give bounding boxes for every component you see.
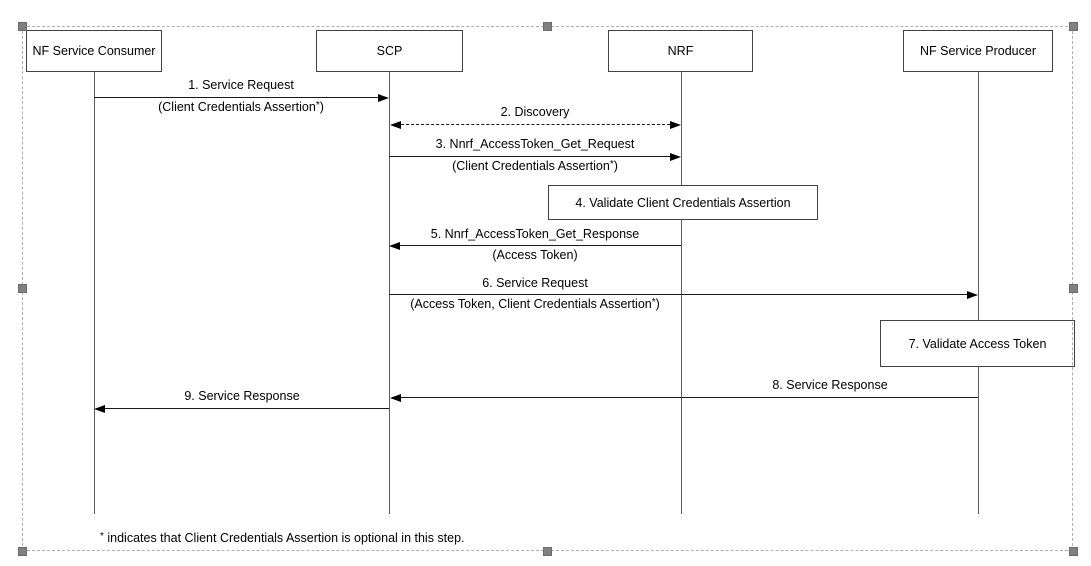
arrowhead-left-icon xyxy=(389,242,400,250)
message-2-label[interactable]: 2. Discovery xyxy=(500,105,570,119)
selection-handle-w[interactable] xyxy=(18,284,27,293)
selection-handle-ne[interactable] xyxy=(1069,22,1078,31)
selection-handle-e[interactable] xyxy=(1069,284,1078,293)
message-8-line[interactable] xyxy=(401,397,978,398)
footnote: * indicates that Client Credentials Asse… xyxy=(100,530,465,546)
selection-handle-nw[interactable] xyxy=(18,22,27,31)
action-label: 7. Validate Access Token xyxy=(908,336,1047,351)
participant-label: NF Service Consumer xyxy=(32,44,156,58)
arrowhead-right-icon xyxy=(378,94,389,102)
message-1-line[interactable] xyxy=(94,97,378,98)
participant-label: NRF xyxy=(667,44,694,58)
participant-label: NF Service Producer xyxy=(919,44,1036,58)
participant-nf-service-producer[interactable]: NF Service Producer xyxy=(903,30,1053,72)
asterisk-icon: * xyxy=(100,530,104,542)
lifeline-nf-service-producer[interactable] xyxy=(978,72,979,514)
message-3-detail[interactable]: (Client Credentials Assertion*) xyxy=(452,158,618,174)
selection-handle-n[interactable] xyxy=(543,22,552,31)
message-3-label[interactable]: 3. Nnrf_AccessToken_Get_Request xyxy=(435,137,635,151)
lifeline-nrf[interactable] xyxy=(681,72,682,514)
selection-handle-se[interactable] xyxy=(1069,547,1078,556)
message-6-line[interactable] xyxy=(389,294,967,295)
arrowhead-right-icon xyxy=(670,121,681,129)
selection-handle-s[interactable] xyxy=(543,547,552,556)
action-box-validate-cca[interactable]: 4. Validate Client Credentials Assertion xyxy=(548,185,818,220)
message-1-detail[interactable]: (Client Credentials Assertion*) xyxy=(158,99,324,115)
message-5-detail[interactable]: (Access Token) xyxy=(492,248,578,262)
participant-scp[interactable]: SCP xyxy=(316,30,463,72)
arrowhead-left-icon xyxy=(94,405,105,413)
message-5-label[interactable]: 5. Nnrf_AccessToken_Get_Response xyxy=(430,227,640,241)
lifeline-scp[interactable] xyxy=(389,72,390,514)
action-label: 4. Validate Client Credentials Assertion xyxy=(575,195,791,210)
participant-nrf[interactable]: NRF xyxy=(608,30,753,72)
arrowhead-right-icon xyxy=(670,153,681,161)
message-6-label[interactable]: 6. Service Request xyxy=(482,276,588,290)
participant-label: SCP xyxy=(376,44,403,58)
message-9-label[interactable]: 9. Service Response xyxy=(184,389,300,403)
message-8-label[interactable]: 8. Service Response xyxy=(772,378,888,392)
action-box-validate-access-token[interactable]: 7. Validate Access Token xyxy=(880,320,1075,367)
message-6-detail[interactable]: (Access Token, Client Credentials Assert… xyxy=(410,296,660,312)
arrowhead-left-icon xyxy=(390,394,401,402)
arrowhead-left-icon xyxy=(390,121,401,129)
message-5-line[interactable] xyxy=(400,245,681,246)
arrowhead-right-icon xyxy=(967,291,978,299)
message-9-line[interactable] xyxy=(105,408,389,409)
participant-nf-service-consumer[interactable]: NF Service Consumer xyxy=(26,30,162,72)
selection-handle-sw[interactable] xyxy=(18,547,27,556)
message-1-label[interactable]: 1. Service Request xyxy=(188,78,294,92)
message-3-line[interactable] xyxy=(389,156,670,157)
selection-outline xyxy=(22,26,1073,551)
message-2-line[interactable] xyxy=(401,124,670,125)
lifeline-nf-service-consumer[interactable] xyxy=(94,72,95,514)
footnote-text: indicates that Client Credentials Assert… xyxy=(103,531,465,545)
